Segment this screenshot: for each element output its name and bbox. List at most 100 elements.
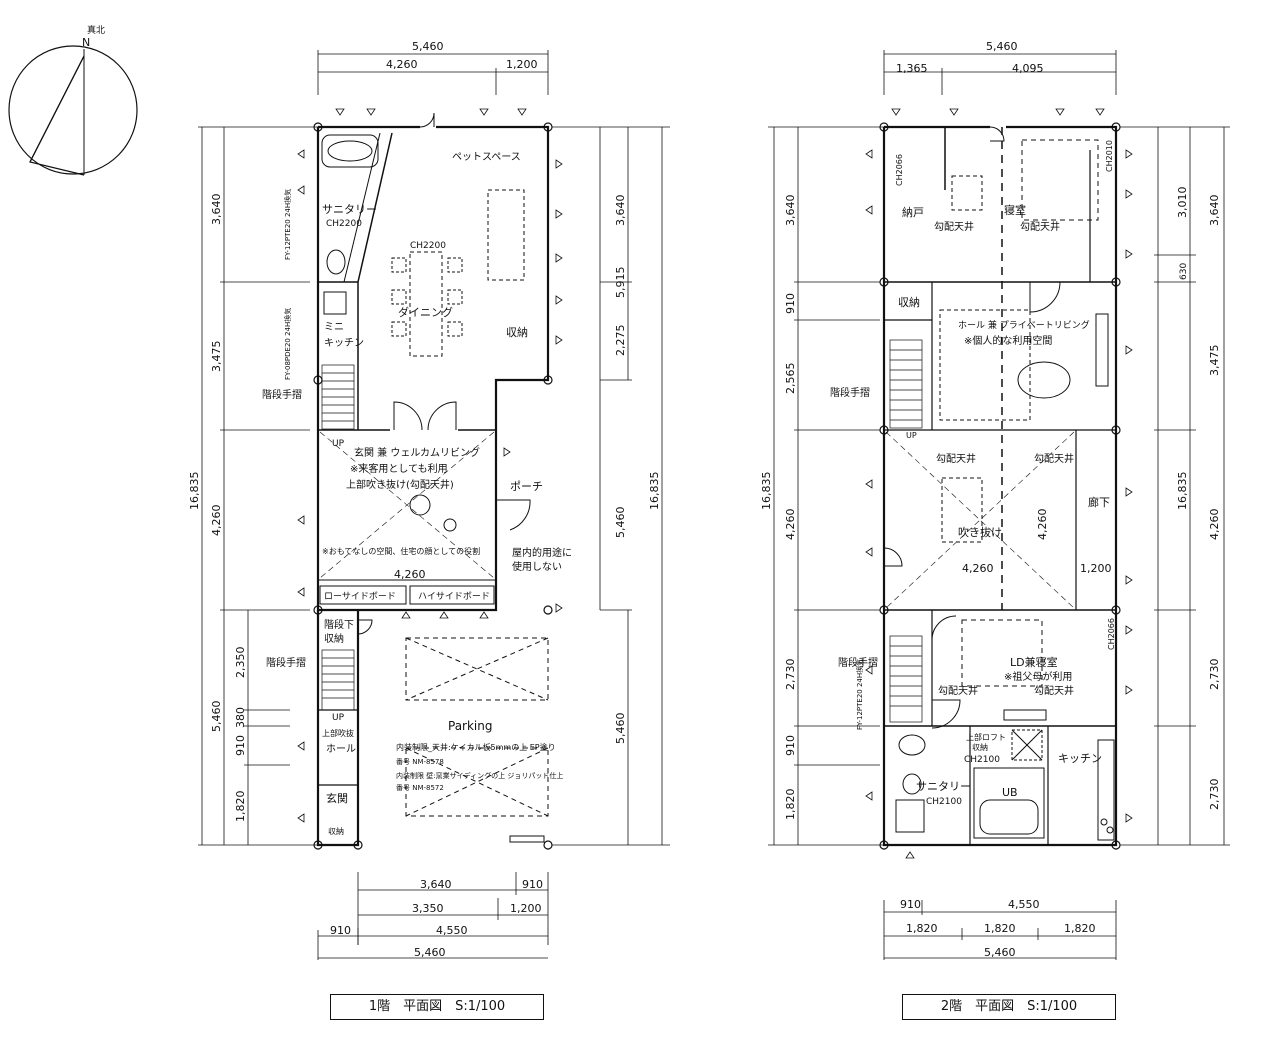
plan1-stairs xyxy=(321,364,355,711)
p1-sanitary: サニタリー xyxy=(322,203,377,216)
p2-ch2010: CH2010 xyxy=(1105,140,1114,172)
p2-vent: FY-12PTE20 24H換気 xyxy=(855,659,864,730)
p1-dining: ダイニング xyxy=(398,305,453,319)
p1-dim-top-b: 1,200 xyxy=(506,58,538,71)
compass-north-label: N xyxy=(82,36,90,49)
p2-sanitary: サニタリー xyxy=(916,780,971,793)
p2-slope-e: 勾配天井 xyxy=(938,684,978,697)
p1-stair-rail-a: 階段手摺 xyxy=(262,388,302,401)
p2-dim-left-d: 4,260 xyxy=(784,509,797,541)
p1-spec1: 内装制限_天井:ケイカル板5mmの上 EP塗り xyxy=(396,742,556,752)
p2-inner-dim-a: 4,260 xyxy=(962,562,994,575)
p1-dim-left-c: 4,260 xyxy=(210,505,223,537)
p1-dim-left-f: 380 xyxy=(234,707,247,728)
p2-slope-d: 勾配天井 xyxy=(1034,452,1074,465)
p1-ch2200-a: CH2200 xyxy=(326,219,362,229)
p2-dim-bottom-b2: 1,820 xyxy=(984,922,1016,935)
p1-genkan-line2: ※来客用としても利用 xyxy=(350,462,448,475)
p2-hall-line1: ホール 兼 プライベートリビング xyxy=(958,319,1090,331)
plan2-dimensions xyxy=(768,50,1230,960)
p2-slope-c: 勾配天井 xyxy=(936,452,976,465)
p1-dim-top-a: 4,260 xyxy=(386,58,418,71)
plan1-window-marks xyxy=(297,108,563,823)
p1-dim-bottom-total: 5,460 xyxy=(414,946,446,959)
plan2-fixtures xyxy=(885,127,1115,841)
compass-true-north: 真北 xyxy=(87,24,105,36)
p2-dim-left-b: 910 xyxy=(784,293,797,314)
p2-ch2066-a: CH2066 xyxy=(895,154,904,186)
p2-dim-bottom-b3: 1,820 xyxy=(1064,922,1096,935)
p1-shoes: 収納 xyxy=(328,826,344,836)
p2-dim-bottom-a2: 4,550 xyxy=(1008,898,1040,911)
plan1-doors xyxy=(357,112,531,635)
p2-slope-a: 勾配天井 xyxy=(934,220,974,233)
p1-up-2: UP xyxy=(332,713,345,723)
p2-dim-right-c: 630 xyxy=(1179,263,1189,280)
p1-inner-dim: 4,260 xyxy=(394,568,426,581)
p2-inner-dim-b: 1,200 xyxy=(1080,562,1112,575)
p1-under-stair-a: 階段下 xyxy=(324,618,354,631)
p2-storage: 収納 xyxy=(898,296,920,309)
p1-genkan2: 玄関 xyxy=(326,791,348,805)
p1-porch: ポーチ xyxy=(510,480,543,493)
p2-corridor: 廊下 xyxy=(1088,495,1110,509)
p1-stair-rail-b: 階段手摺 xyxy=(266,656,306,669)
p1-vent-a: FY-12PTE20 24H換気 xyxy=(283,189,292,260)
p1-ch2200-b: CH2200 xyxy=(410,241,446,251)
p2-dim-right-d: 3,475 xyxy=(1208,345,1221,377)
p2-dim-top-a: 1,365 xyxy=(896,62,928,75)
p2-dim-bottom-a1: 910 xyxy=(900,898,921,911)
p2-dim-left-f: 910 xyxy=(784,735,797,756)
p1-hall-a: 上部吹抜 xyxy=(322,728,354,738)
p1-dim-left-e: 2,350 xyxy=(234,647,247,679)
p1-under-stair-b: 収納 xyxy=(324,632,344,645)
p1-dim-right-total: 16,835 xyxy=(648,472,661,511)
p1-dim-left-g: 910 xyxy=(234,735,247,756)
p1-dim-right-c: 2,275 xyxy=(614,325,627,357)
p1-dim-right-b: 5,915 xyxy=(614,267,627,299)
p1-pet-space: ペットスペース xyxy=(452,152,521,163)
p1-storage: 収納 xyxy=(506,326,528,339)
p1-dim-left-total: 16,835 xyxy=(188,472,201,511)
p1-high-board: ハイサイドボード xyxy=(418,591,490,602)
p2-dim-bottom-total: 5,460 xyxy=(984,946,1016,959)
p2-dim-left-total: 16,835 xyxy=(760,472,773,511)
p1-mini-kitchen-b: キッチン xyxy=(324,337,364,349)
p1-mini-kitchen-a: ミニ xyxy=(324,322,344,333)
plan1-title: 1階 平面図 S:1/100 xyxy=(330,994,544,1020)
plan2-stairs xyxy=(889,339,923,723)
plan2-title: 2階 平面図 S:1/100 xyxy=(902,994,1116,1020)
p1-dim-bottom-c1: 910 xyxy=(330,924,351,937)
plan2-window-marks xyxy=(865,108,1133,859)
p1-vent-b: FY-08PDE20 24H換気 xyxy=(283,308,292,380)
p2-dim-left-g: 1,820 xyxy=(784,789,797,821)
p2-ch2066-b: CH2066 xyxy=(1107,618,1116,650)
plan1-fixtures xyxy=(319,134,549,843)
p1-dim-left-d: 5,460 xyxy=(210,701,223,733)
p1-dim-bottom-a2: 910 xyxy=(522,878,543,891)
p1-dim-left-b: 3,475 xyxy=(210,341,223,373)
p1-genkan-line1: 玄関 兼 ウェルカムリビング xyxy=(354,446,480,459)
p2-closet: 納戸 xyxy=(902,206,924,219)
p2-dim-left-c: 2,565 xyxy=(784,363,797,395)
p2-up: UP xyxy=(906,431,917,440)
p1-note-line2a: 屋内的用途に xyxy=(512,546,572,559)
p2-bedroom: 寝室 xyxy=(1004,203,1026,217)
p2-void: 吹き抜け xyxy=(958,525,1002,539)
p2-dim-bottom-b1: 1,820 xyxy=(906,922,938,935)
p2-dim-right-a: 3,010 xyxy=(1176,187,1189,219)
plan1-columns xyxy=(313,122,553,850)
p1-note-line2b: 使用しない xyxy=(512,560,562,573)
p1-dim-right-e: 5,460 xyxy=(614,713,627,745)
p2-slope-f: 勾配天井 xyxy=(1034,684,1074,697)
p1-low-board: ローサイドボード xyxy=(324,591,396,602)
compass: 真北 N xyxy=(8,24,138,176)
p1-genkan-line3: 上部吹き抜け(勾配天井) xyxy=(346,478,454,491)
p2-dim-right-e: 4,260 xyxy=(1208,509,1221,541)
p1-spec3: 内装制限 壁:窯業サイディングの上 ジョリパッド仕上 xyxy=(396,771,563,780)
p2-dim-left-e: 2,730 xyxy=(784,659,797,691)
p2-dim-right-f: 2,730 xyxy=(1208,659,1221,691)
p2-inner-dim-c: 4,260 xyxy=(1036,509,1049,541)
p1-dim-bottom-b1: 3,350 xyxy=(412,902,444,915)
p2-dim-top-total: 5,460 xyxy=(986,40,1018,53)
